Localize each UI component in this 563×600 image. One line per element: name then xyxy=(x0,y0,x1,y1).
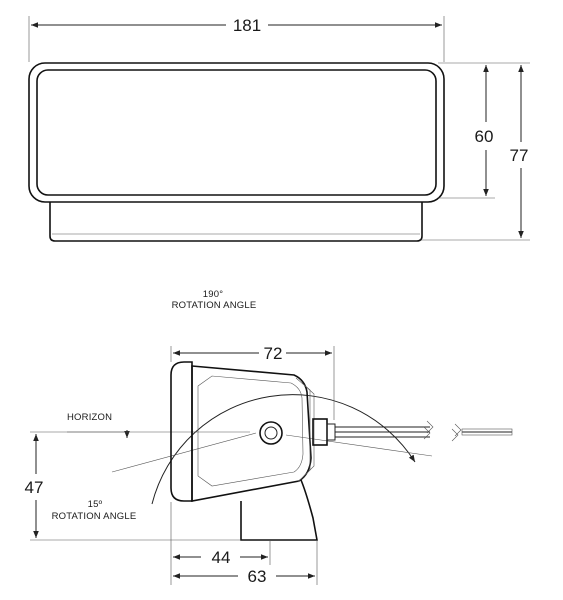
rotation-up-angle: 190° xyxy=(203,289,223,300)
horizon-label: HORIZON xyxy=(67,412,112,423)
rotation-down-angle: 15º xyxy=(88,499,103,510)
front-lens xyxy=(36,69,437,196)
overall-depth-dimension-label: 63 xyxy=(248,567,267,586)
side-body xyxy=(191,365,312,502)
side-bracket xyxy=(240,479,318,541)
lens-height-dimension-label: 60 xyxy=(475,127,494,146)
front-view: 181 60 77 xyxy=(28,16,530,242)
mount-height-dimension-label: 47 xyxy=(25,478,44,497)
pivot-bolt-inner xyxy=(264,426,278,440)
width-dimension-label: 181 xyxy=(233,16,261,35)
pivot-bolt-outer xyxy=(259,421,283,445)
front-bracket xyxy=(49,202,423,242)
side-view: 190° ROTATION ANGLE HORIZON 15º ROTATION… xyxy=(25,289,513,586)
rotation-up-text: ROTATION ANGLE xyxy=(172,300,257,311)
angle-line xyxy=(111,432,257,473)
cable-gland xyxy=(312,418,328,446)
base-width-dimension-label: 44 xyxy=(212,548,231,567)
side-lens-bezel xyxy=(170,361,193,502)
total-height-dimension-label: 77 xyxy=(510,146,529,165)
depth-dimension-label: 72 xyxy=(264,344,283,363)
rotation-down-text: ROTATION ANGLE xyxy=(52,511,137,522)
rotation-arc xyxy=(151,394,416,505)
front-housing-outer xyxy=(28,62,445,203)
